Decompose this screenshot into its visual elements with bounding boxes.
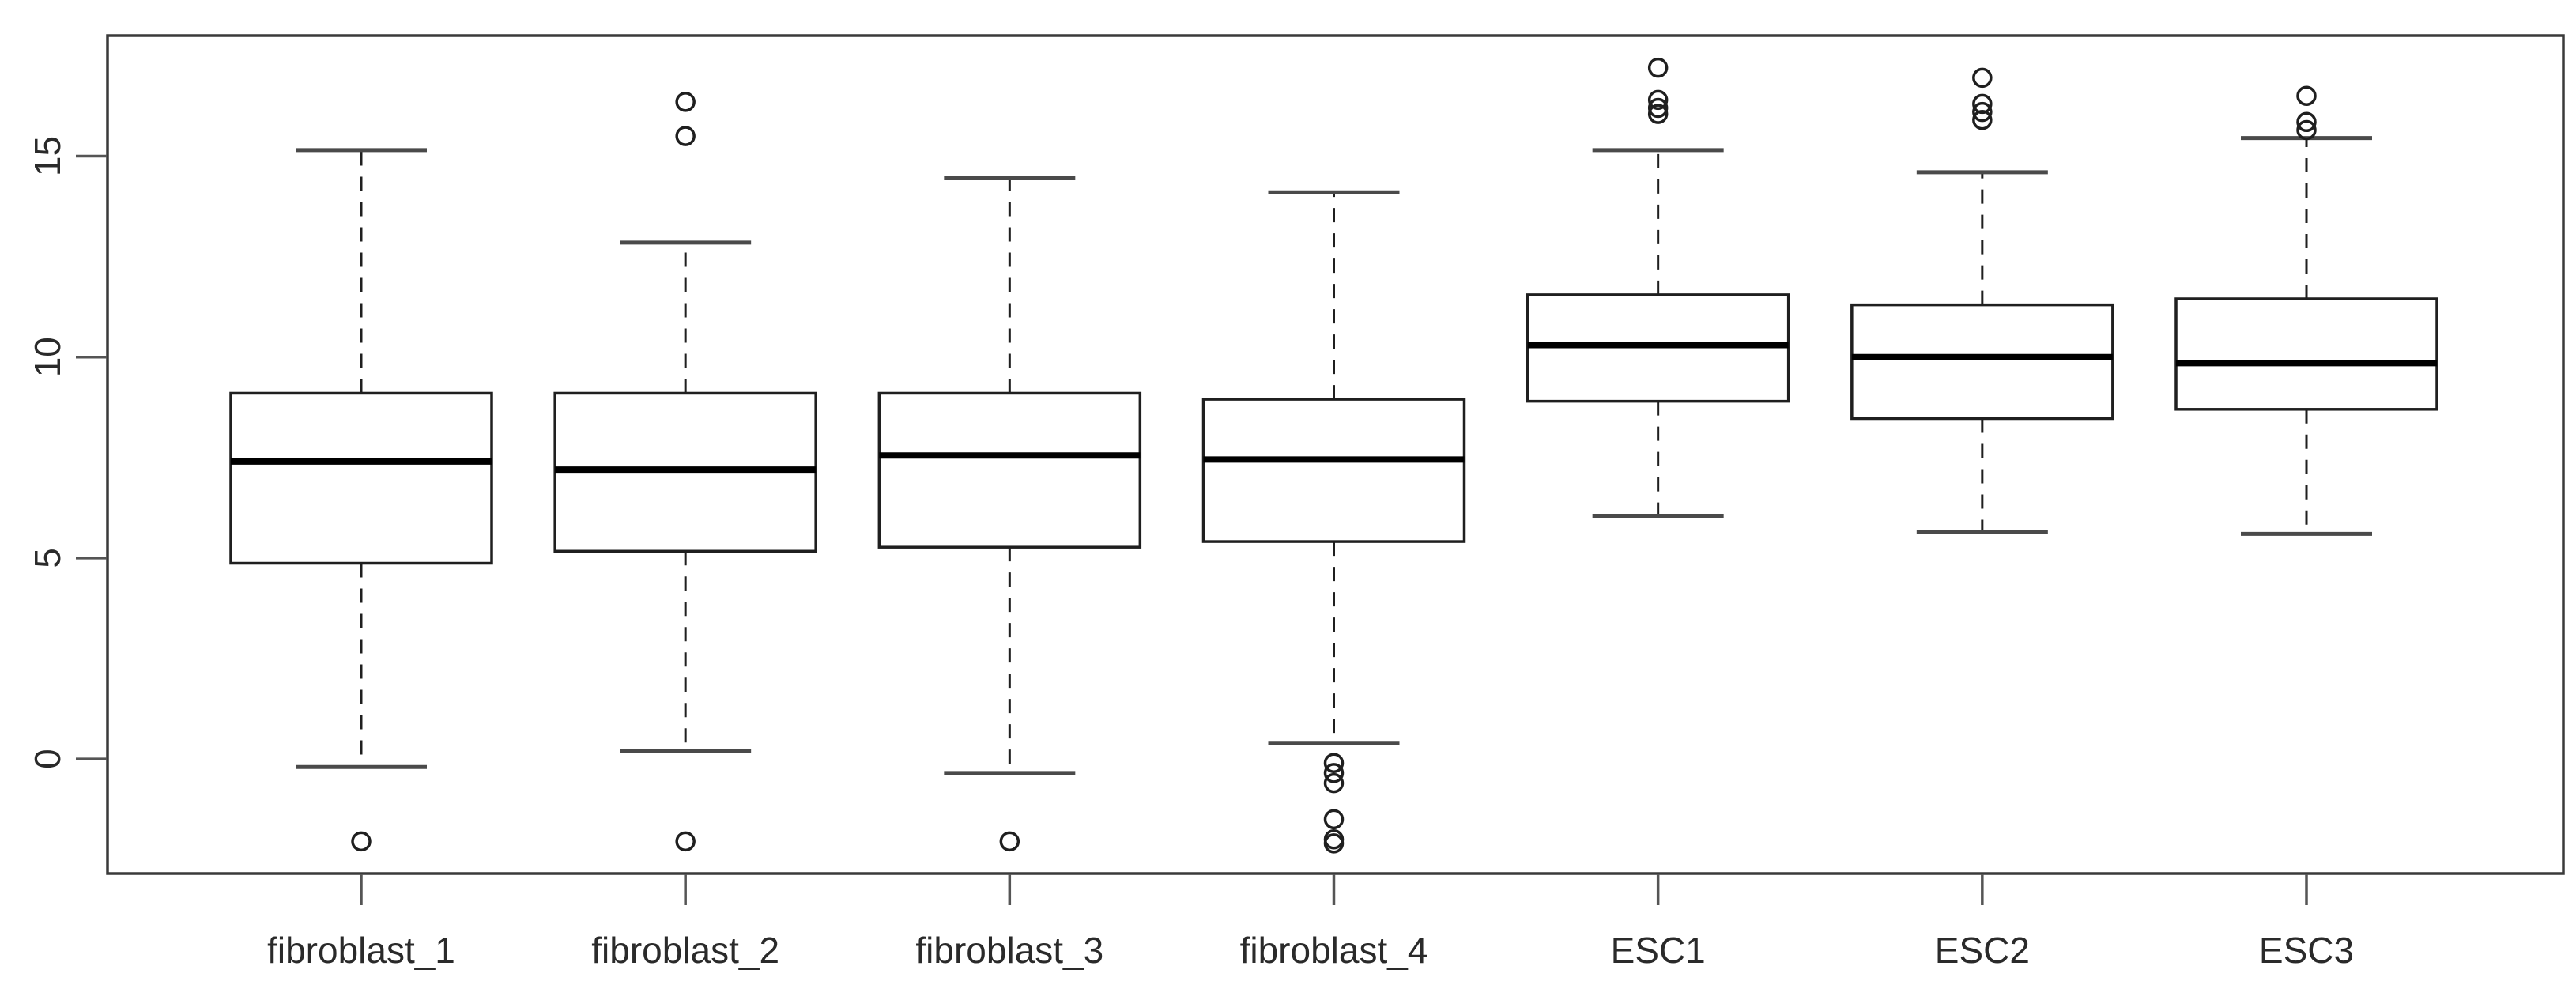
y-axis-tick-label: 15: [27, 136, 68, 176]
outlier-point-ESC3: [2296, 111, 2317, 133]
outlier-point-ESC3: [2296, 85, 2317, 107]
outlier-point-fibroblast_4: [1323, 772, 1345, 794]
x-axis-category-label: ESC2: [1935, 930, 2030, 971]
y-axis-tick-label: 0: [27, 749, 68, 769]
outlier-point-ESC1: [1647, 104, 1669, 124]
outlier-point-ESC2: [1972, 110, 1993, 130]
box-fibroblast_4: [1201, 398, 1466, 543]
y-axis-tick-label: 5: [27, 548, 68, 568]
plot-frame: [106, 34, 2565, 875]
outlier-point-fibroblast_2: [675, 831, 696, 852]
outlier-point-ESC1: [1647, 97, 1669, 119]
x-axis-category-label: fibroblast_3: [915, 930, 1103, 971]
outlier-point-fibroblast_4: [1323, 753, 1345, 773]
x-axis-category-label: fibroblast_4: [1240, 930, 1428, 971]
outlier-point-fibroblast_3: [999, 831, 1020, 852]
outlier-point-ESC2: [1972, 101, 1993, 123]
box-ESC2: [1850, 303, 2114, 421]
y-axis-tick-label: 10: [27, 337, 68, 377]
outlier-point-fibroblast_2: [675, 126, 696, 146]
x-axis-category-label: fibroblast_1: [267, 930, 455, 971]
x-axis-category-label: ESC1: [1611, 930, 1706, 971]
outlier-point-fibroblast_4: [1323, 809, 1345, 830]
outlier-point-fibroblast_2: [675, 92, 696, 112]
outlier-point-fibroblast_1: [351, 831, 372, 852]
outlier-point-ESC1: [1647, 57, 1669, 78]
box-fibroblast_1: [229, 391, 493, 565]
x-axis-category-label: ESC3: [2259, 930, 2354, 971]
box-ESC3: [2174, 297, 2438, 411]
box-fibroblast_3: [877, 391, 1142, 549]
outlier-point-ESC3: [2296, 119, 2317, 141]
outlier-point-fibroblast_4: [1323, 763, 1345, 783]
outlier-point-ESC2: [1972, 67, 1993, 89]
x-axis-category-label: fibroblast_2: [591, 930, 779, 971]
outlier-point-ESC1: [1647, 89, 1669, 111]
outlier-point-fibroblast_4: [1323, 833, 1345, 854]
